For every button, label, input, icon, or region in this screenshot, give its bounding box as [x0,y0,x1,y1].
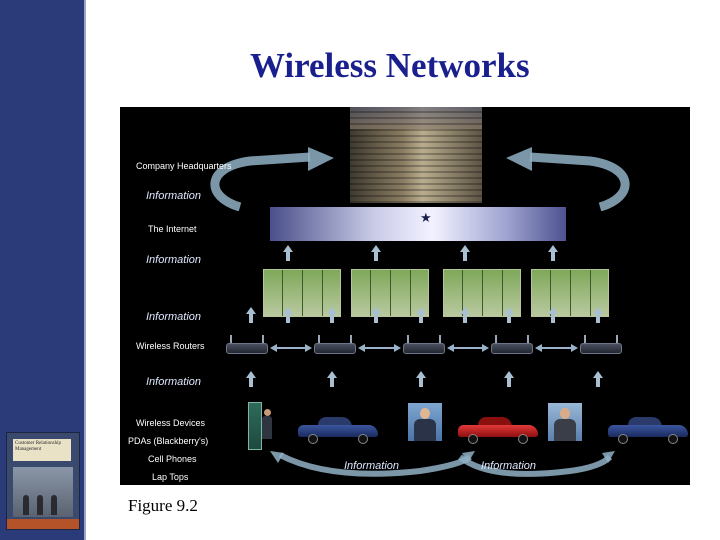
up-arrow-icon [246,371,256,387]
double-arrow-icon [358,344,401,352]
wireless-router-icon [314,335,356,357]
slide-divider [84,0,86,540]
label-cell-phones: Cell Phones [148,454,197,464]
up-arrow-icon [504,371,514,387]
circular-arrow-left-icon [210,147,334,211]
info-label: Information [146,254,202,266]
businesswoman-image [548,403,582,441]
headquarters-building-image [350,107,482,203]
star-icon: ★ [420,210,432,225]
businessman-image [408,403,442,441]
label-pdas: PDAs (Blackberry's) [128,436,209,446]
book-cover-person [23,495,29,515]
info-label: Information [481,460,537,472]
up-arrow-icon [548,245,558,261]
label-wireless-devices: Wireless Devices [136,418,206,428]
double-arrow-icon [270,344,312,352]
label-internet: The Internet [148,224,197,234]
up-arrow-icon [416,371,426,387]
book-cover-stripe [7,519,79,529]
book-cover-image: Customer Relationship Management [6,432,80,530]
up-arrow-icon [327,307,337,323]
book-cover-photo [13,467,73,517]
label-wireless-routers: Wireless Routers [136,341,205,351]
label-company-headquarters: Company Headquarters [136,161,232,171]
up-arrow-icon [460,245,470,261]
internet-banner-image [270,207,566,241]
circular-arrow-right-icon [506,147,630,211]
double-arrow-icon [535,344,578,352]
wireless-router-icon [403,335,445,357]
up-arrow-icon [548,307,558,323]
slide-title: Wireless Networks [250,46,530,85]
wireless-router-icon [491,335,533,357]
up-arrow-icon [371,307,381,323]
book-cover-person [37,495,43,515]
wireless-router-icon [226,335,268,357]
label-laptops: Lap Tops [152,472,189,482]
up-arrow-icon [327,371,337,387]
up-arrow-icon [504,307,514,323]
phone-booth-image [248,402,262,450]
up-arrow-icon [283,307,293,323]
figure-caption: Figure 9.2 [128,496,198,515]
bottom-curved-arrows-icon [270,451,615,477]
wireless-network-diagram: ★ Company Headquarters Information The I… [120,107,690,485]
up-arrow-icon [593,371,603,387]
info-label: Information [146,311,202,323]
info-label: Information [146,376,202,388]
up-arrow-icon [593,307,603,323]
book-cover-title: Customer Relationship Management [13,439,71,461]
red-car-image [458,417,538,444]
car-image [298,417,378,444]
up-arrow-icon [371,245,381,261]
book-cover-person [51,495,57,515]
wireless-router-icon [580,335,622,357]
up-arrow-icon [416,307,426,323]
car-image [608,417,688,444]
info-label: Information [146,190,202,202]
person-on-phone-image [262,409,272,439]
up-arrow-icon [246,307,256,323]
up-arrow-icon [460,307,470,323]
up-arrow-icon [283,245,293,261]
info-label: Information [344,460,400,472]
double-arrow-icon [447,344,489,352]
